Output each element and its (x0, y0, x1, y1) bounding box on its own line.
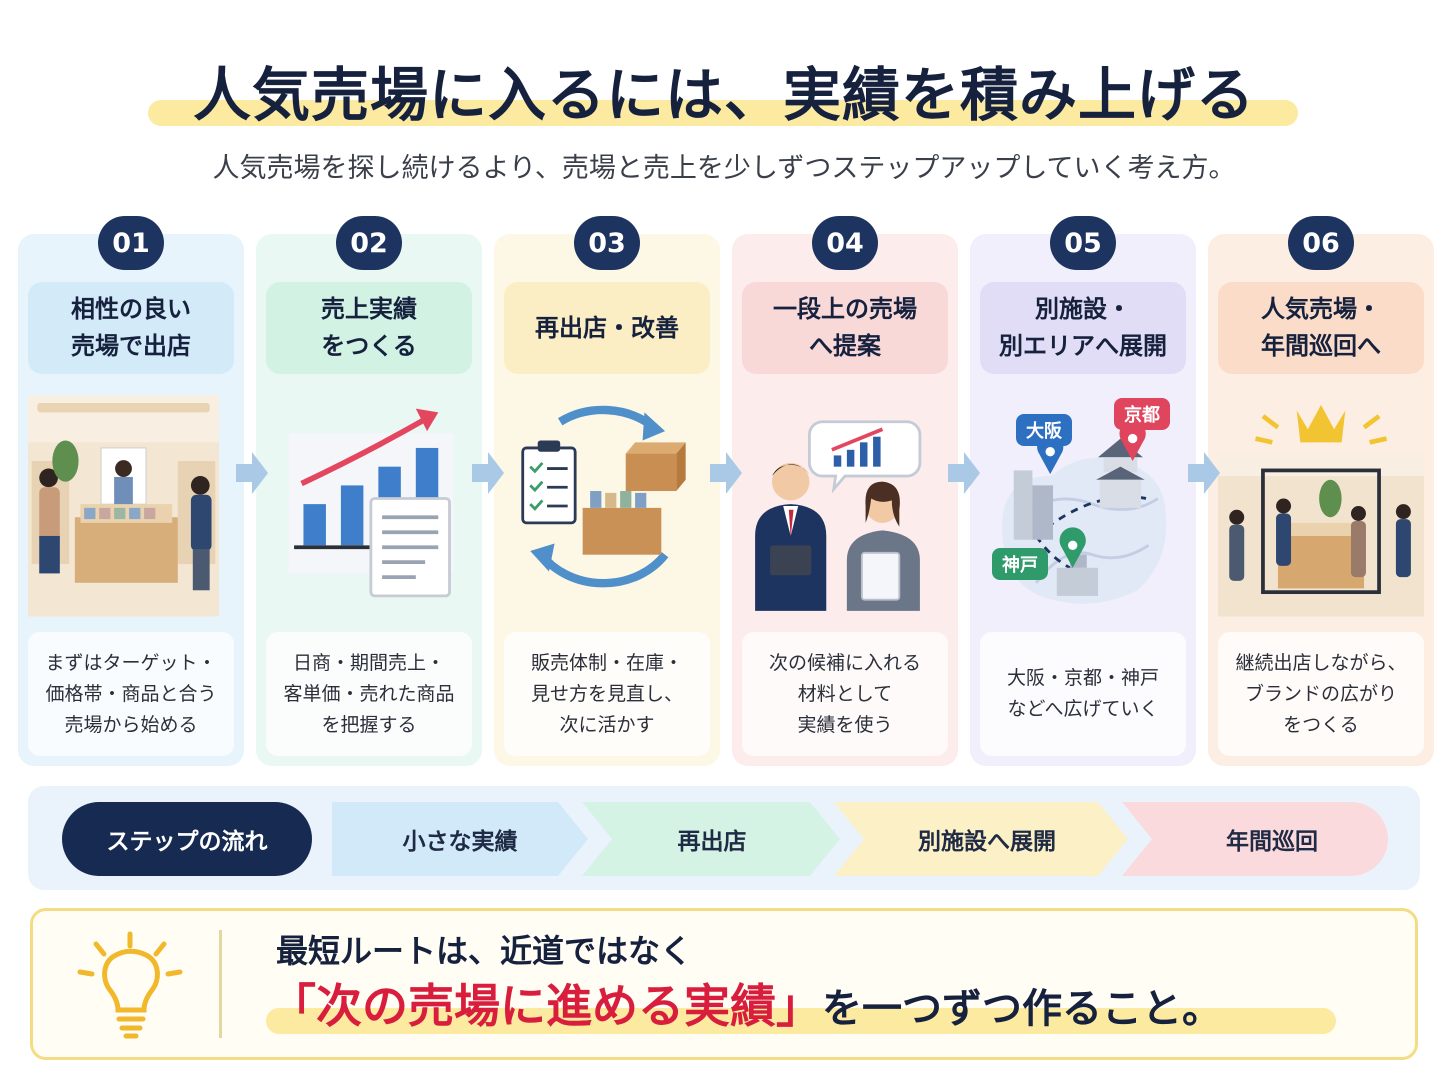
step-number-badge: 02 (336, 216, 402, 270)
flow-chevron-1 (332, 802, 588, 876)
step-description: まずはターゲット・ 価格帯・商品と合う 売場から始める (28, 632, 234, 756)
step-heading: 人気売場・ 年間巡回へ (1218, 282, 1424, 374)
map-label-kyoto: 京都 (1114, 398, 1170, 430)
step-heading: 再出店・改善 (504, 282, 710, 374)
conclusion-highlight (266, 1008, 1336, 1034)
business-proposal-meeting-illustration (755, 420, 922, 611)
step-number-badge: 05 (1050, 216, 1116, 270)
lightbulb-icon (77, 931, 183, 1039)
flow-chevron-2 (582, 802, 840, 876)
step-description: 日商・期間売上・ 客単価・売れた商品 を把握する (266, 632, 472, 756)
rising-bar-chart-report-illustration (288, 408, 454, 598)
map-label-osaka: 大阪 (1016, 414, 1072, 446)
flow-item-expand: 別施設へ展開 (918, 829, 1056, 855)
step-description: 販売体制・在庫・ 見せ方を見直し、 次に活かす (504, 632, 710, 756)
step-heading: 別施設・ 別エリアへ展開 (980, 282, 1186, 374)
flow-item-reopen: 再出店 (677, 829, 747, 855)
map-label-kobe: 神戸 (992, 548, 1048, 580)
title-wrap: 人気売場に入るには、実績を積み上げる (0, 48, 1448, 132)
flow-item-small-results: 小さな実績 (402, 829, 518, 855)
popup-store-booth-illustration (28, 395, 220, 617)
page-subtitle: 人気売場を探し続けるより、売場と売上を少しずつステップアップしていく考え方。 (212, 153, 1236, 184)
step-number-badge: 06 (1288, 216, 1354, 270)
step-arrow-icon (472, 452, 504, 494)
step-heading: 一段上の売場 へ提案 (742, 282, 948, 374)
step-number-badge: 04 (812, 216, 878, 270)
conclusion-line2: 「次の売場に進める実績」を一つずつ作ること。 (270, 970, 1222, 1036)
conclusion-line1: 最短ルートは、近道ではなく (276, 932, 693, 970)
conclusion-rest: を一つずつ作ること。 (822, 986, 1222, 1032)
flow-item-annual: 年間巡回 (1226, 829, 1318, 855)
step-number-badge: 03 (574, 216, 640, 270)
title-highlight (148, 100, 1298, 126)
step-arrow-icon (948, 452, 980, 494)
step-heading: 相性の良い 売場で出店 (28, 282, 234, 374)
divider (219, 930, 222, 1038)
step-number-badge: 01 (98, 216, 164, 270)
step-description: 継続出店しながら、 ブランドの広がり をつくる (1218, 632, 1424, 756)
conclusion-emphasis: 「次の売場に進める実績」 (270, 979, 822, 1033)
flow-chevron-4 (1122, 802, 1388, 876)
step-arrow-icon (236, 452, 268, 494)
step-description: 次の候補に入れる 材料として 実績を使う (742, 632, 948, 756)
checklist-cycle-arrows-illustration (521, 405, 686, 588)
flow-label: ステップの流れ (62, 802, 312, 876)
step-description: 大阪・京都・神戸 などへ広げていく (980, 632, 1186, 756)
page-title: 人気売場に入るには、実績を積み上げる (192, 61, 1255, 129)
conclusion-box (30, 908, 1418, 1060)
step-arrow-icon (710, 452, 742, 494)
step-heading: 売上実績 をつくる (266, 282, 472, 374)
step-arrow-icon (1188, 452, 1220, 494)
flow-chevron-3 (834, 802, 1128, 876)
crowned-popular-store-illustration (1218, 404, 1424, 617)
